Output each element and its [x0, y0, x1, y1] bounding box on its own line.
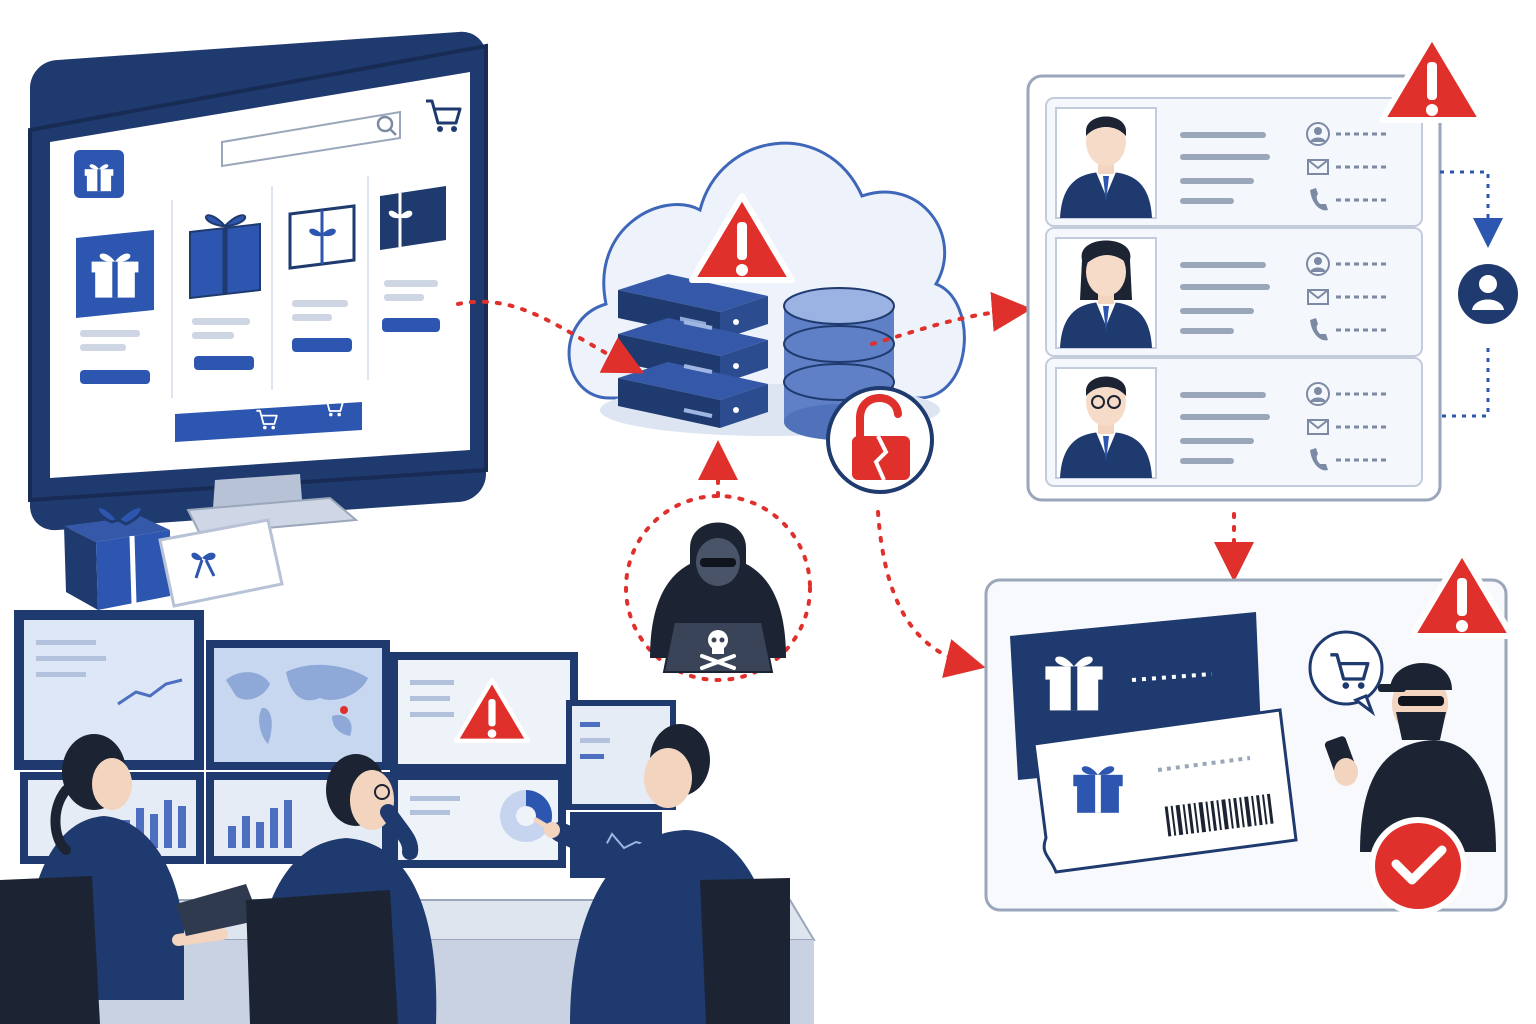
add-to-cart-button[interactable]	[292, 338, 352, 352]
gift-box-prop	[64, 505, 170, 610]
chair	[246, 890, 398, 1024]
stolen-gift-cards-panel	[984, 552, 1512, 915]
laptop	[176, 884, 260, 936]
envelope-icon	[1307, 159, 1329, 175]
envelope-icon	[1307, 419, 1329, 435]
user-icon	[1458, 264, 1518, 324]
product-card-gift-box[interactable]	[76, 230, 154, 384]
chair	[0, 876, 100, 1024]
flow-shop-to-cloud	[456, 299, 645, 374]
customer-records-panel	[1026, 36, 1482, 502]
gift-icon	[1073, 766, 1123, 813]
envelope-icon	[1307, 289, 1329, 305]
product-card-wrapped-box[interactable]	[189, 214, 261, 370]
gift-card-prop	[158, 518, 284, 608]
soc-screen-alert	[390, 652, 578, 772]
avatar	[1060, 376, 1152, 478]
product-card-gift-card[interactable]	[288, 204, 356, 352]
check-mark-icon	[1369, 817, 1467, 915]
phone-icon	[1310, 448, 1328, 471]
avatar	[1060, 240, 1152, 348]
checkout-bar[interactable]	[175, 396, 362, 442]
search-bar[interactable]	[221, 110, 401, 168]
phone-icon	[1310, 318, 1328, 341]
broken-padlock-icon	[852, 394, 910, 481]
server-stack	[618, 274, 768, 428]
soc-screen-world-map	[206, 640, 390, 770]
product-card-navy-gift-card[interactable]	[380, 186, 446, 332]
search-icon-handle	[389, 128, 397, 136]
avatar	[1060, 116, 1152, 218]
user-icon	[1306, 252, 1330, 276]
customer-record-row[interactable]	[1045, 97, 1423, 227]
customer-record-row[interactable]	[1045, 357, 1423, 487]
chair	[700, 878, 790, 1024]
gift-card-white[interactable]	[1032, 708, 1298, 874]
phone-icon	[1310, 188, 1328, 211]
add-to-cart-button[interactable]	[382, 318, 440, 332]
user-icon	[1306, 382, 1330, 406]
search-icon	[376, 115, 394, 133]
flow-cloud-to-records	[870, 291, 1032, 346]
hacker-node	[624, 494, 812, 682]
gift-card-shop-monitor	[28, 31, 488, 536]
flow-arrows	[456, 291, 1254, 679]
barcode-icon	[1164, 793, 1274, 837]
hooded-hacker-icon	[650, 522, 786, 673]
add-to-cart-button[interactable]	[80, 370, 150, 384]
add-to-cart-button[interactable]	[194, 356, 254, 370]
user-icon	[1306, 122, 1330, 146]
cart-speech-bubble	[1308, 630, 1384, 717]
broken-padlock-badge	[826, 386, 934, 494]
skull-crossbones-icon	[700, 630, 736, 670]
shop-logo	[74, 150, 124, 198]
identity-link-loop	[1440, 170, 1518, 418]
customer-record-row[interactable]	[1045, 227, 1423, 357]
product-grid	[76, 176, 446, 398]
security-operations-center	[0, 610, 816, 1024]
flow-cloud-to-cards	[876, 510, 986, 679]
